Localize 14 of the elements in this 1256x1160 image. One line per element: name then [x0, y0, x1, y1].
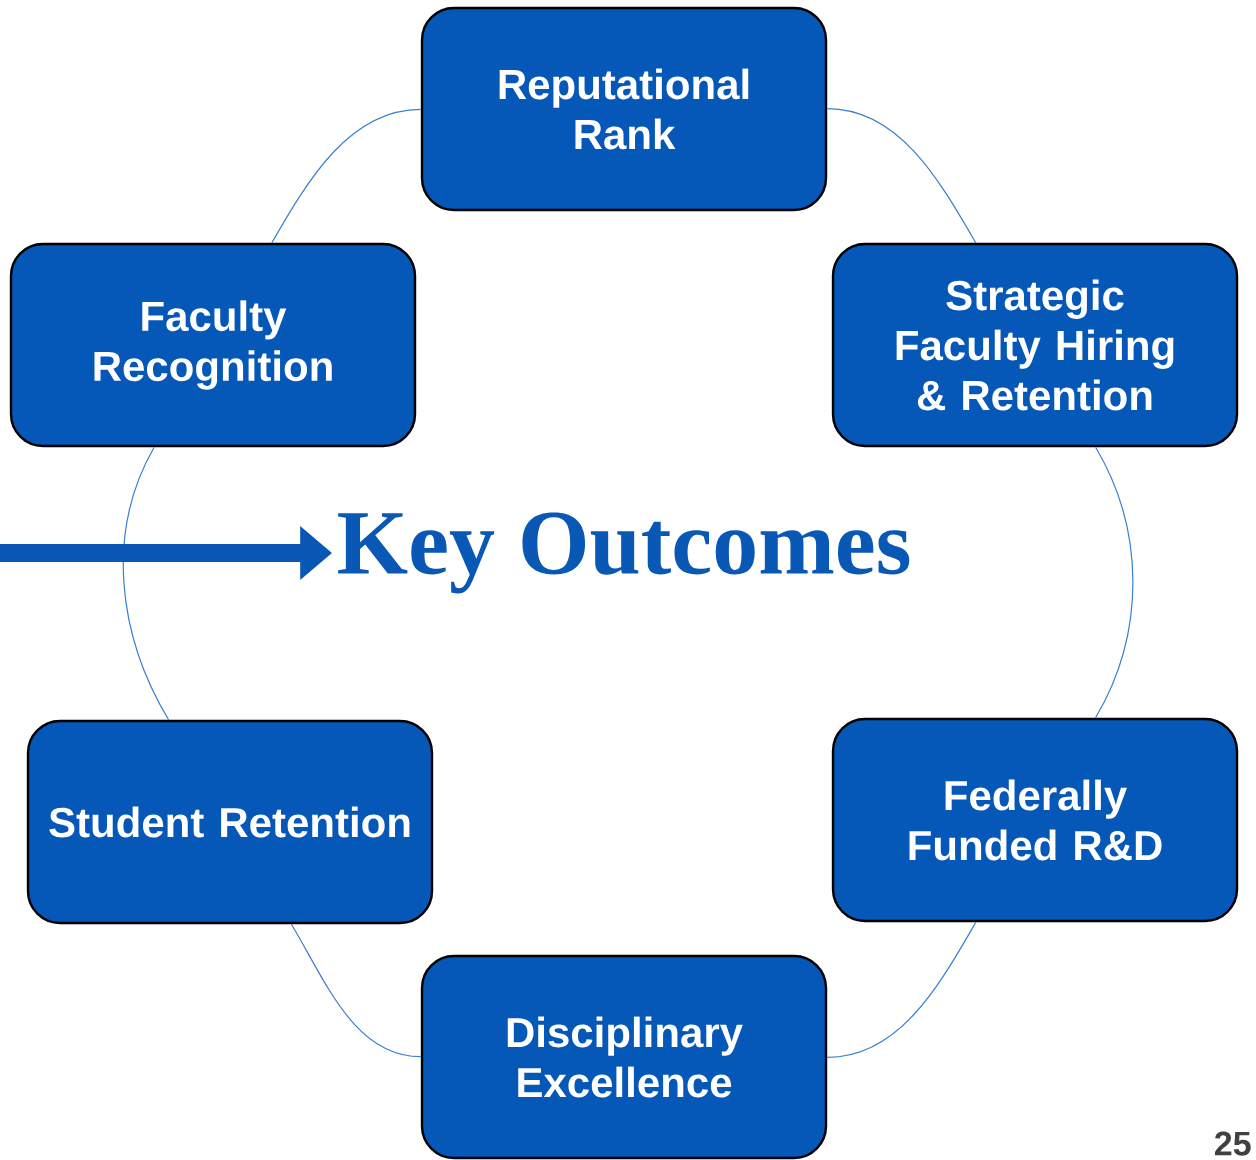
outcome-box: Faculty Recognition [9, 242, 417, 448]
outcome-box: Federally Funded R&D [831, 717, 1239, 923]
outcome-box: Disciplinary Excellence [420, 954, 828, 1160]
heading: Key Outcomes [338, 512, 910, 594]
connector-arc [826, 921, 977, 1058]
connector-arc [290, 923, 422, 1058]
connector-arc [826, 108, 977, 244]
connector-arc [122, 446, 170, 721]
connector-arc [271, 108, 422, 244]
outcome-box: Strategic Faculty Hiring & Retention [831, 242, 1239, 448]
connector-arc [1094, 446, 1134, 719]
page-number: 25 [1215, 1131, 1251, 1156]
outcome-box: Reputational Rank [420, 6, 828, 212]
outcome-box: Student Retention [26, 719, 434, 925]
